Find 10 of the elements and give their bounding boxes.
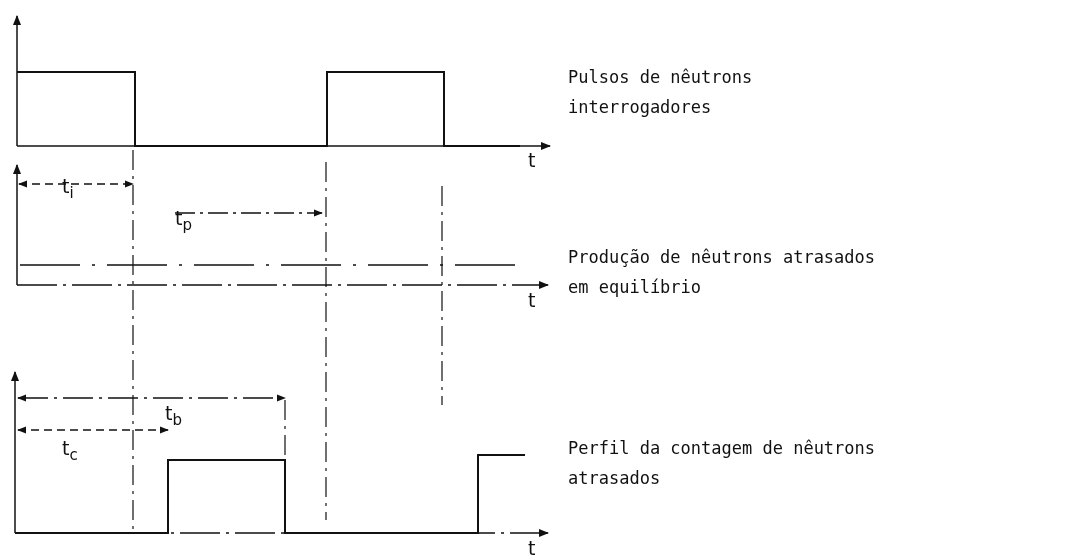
- axis-label: t: [528, 150, 536, 170]
- axis-label: t: [528, 538, 536, 558]
- curve-caption: Pulsos de nêutrons interrogadores: [568, 66, 754, 119]
- curve-caption: Perfil da contagem de nêutrons atrasados: [568, 437, 877, 490]
- interval-label: t$_{b}$: [165, 403, 182, 430]
- axis-label: t: [528, 290, 536, 310]
- interval-label: t$_{p}$: [175, 208, 192, 235]
- interval-label: t$_{c}$: [62, 438, 78, 465]
- interval-label: t$_{i}$: [62, 176, 74, 203]
- curve-caption: Produção de nêutrons atrasados em equilíbrio: [568, 246, 877, 299]
